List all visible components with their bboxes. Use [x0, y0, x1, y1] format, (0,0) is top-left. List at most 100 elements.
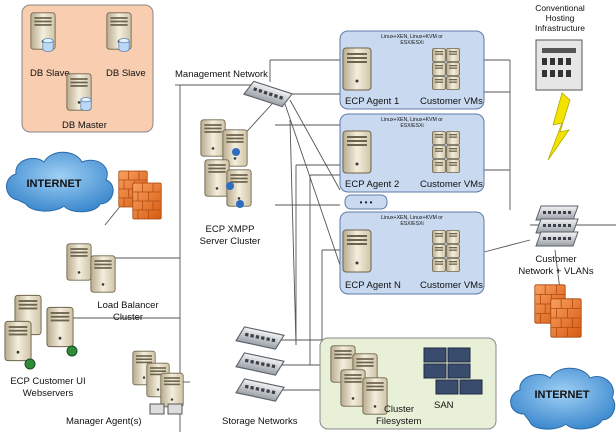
cloud-icon	[510, 367, 616, 430]
vm-icon	[446, 230, 460, 244]
user-icon	[232, 148, 240, 156]
vm-icon	[432, 244, 446, 258]
ellipsis-group: • • •	[344, 194, 388, 210]
customer-vms-n-label: Customer VMs	[420, 280, 483, 291]
storage-switch-icon	[235, 325, 285, 351]
ecp-agent-2-server-icon	[342, 130, 372, 174]
customer-switch-icon	[535, 231, 579, 247]
customer-switch-icon	[535, 218, 579, 234]
vm-icon	[432, 230, 446, 244]
customer-switch-icon	[535, 205, 579, 221]
customer-vms-1-label: Customer VMs	[420, 96, 483, 107]
customer-network-line-2: Network + VLANs	[518, 266, 593, 277]
storage-networks-label: Storage Networks	[222, 416, 298, 427]
vm-icon	[432, 145, 446, 159]
load-balancer-server-icon	[66, 243, 92, 281]
vm-icon	[446, 48, 460, 62]
load-balancer: Load Balancer Cluster	[66, 243, 159, 323]
ecp-agent-1-label: ECP Agent 1	[345, 96, 399, 107]
vm-icon	[432, 48, 446, 62]
vm-icon	[432, 62, 446, 76]
webserver-icon	[46, 306, 74, 348]
monitor-icon	[167, 403, 183, 415]
webservers-line-2: Webservers	[23, 388, 74, 399]
xmpp-server-icon	[200, 119, 226, 157]
lightning-icon	[547, 92, 571, 161]
hypervisor-line-1: Linux+XEN, Linux+KVM or	[381, 215, 443, 221]
hypervisor-line-1: Linux+XEN, Linux+KVM or	[381, 34, 443, 40]
xmpp-cluster: ECP XMPP Server Cluster	[200, 119, 261, 247]
ellipsis-label: • • •	[360, 198, 373, 207]
storage-switch-icon	[235, 351, 285, 377]
storage-networks: Storage Networks	[222, 325, 298, 427]
vm-icon	[446, 244, 460, 258]
user-icon	[236, 200, 244, 208]
cluster-fs-server-icon	[340, 369, 366, 407]
storage-group: Cluster Filesystem SAN	[319, 337, 497, 430]
vm-icon	[446, 62, 460, 76]
ecp-agent-2-label: ECP Agent 2	[345, 179, 399, 190]
webserver-icon	[4, 320, 32, 362]
xmpp-server-icon	[204, 159, 230, 197]
webservers: ECP Customer UI Webservers	[4, 294, 86, 399]
db-slave-1-label: DB Slave	[30, 68, 70, 79]
customer-vms-2-label: Customer VMs	[420, 179, 483, 190]
webservers-line-1: ECP Customer UI	[10, 376, 85, 387]
database-icon	[118, 38, 130, 52]
cluster-fs-line-2: Filesystem	[376, 416, 421, 427]
manager-server-icon	[160, 372, 184, 408]
agent-box-1: Linux+XEN, Linux+KVM or ESX/ESXi ECP Age…	[339, 30, 485, 110]
xmpp-cluster-line-1: ECP XMPP	[206, 224, 255, 235]
conventional-hosting-line-2: Hosting	[546, 13, 575, 23]
customer-network-line-1: Customer	[535, 254, 576, 265]
san-label: SAN	[434, 400, 454, 411]
vm-icon	[432, 258, 446, 272]
db-master-label: DB Master	[62, 120, 107, 131]
conventional-hosting: Conventional Hosting Infrastructure	[535, 3, 585, 161]
ellipsis-box	[344, 194, 388, 210]
vm-icon	[432, 76, 446, 90]
san-icon	[423, 347, 483, 395]
cloud-icon	[6, 151, 114, 213]
monitor-icon	[149, 403, 165, 415]
agent-box-2: Linux+XEN, Linux+KVM or ESX/ESXi ECP Age…	[339, 113, 485, 193]
vm-icon	[446, 131, 460, 145]
customer-network: Customer Network + VLANs	[518, 205, 594, 277]
internet-top-cloud: INTERNET	[6, 151, 114, 213]
vm-icon	[446, 145, 460, 159]
management-switch-icon	[243, 78, 293, 110]
vm-icon	[446, 76, 460, 90]
firewall-icon	[132, 182, 162, 220]
vm-icon	[432, 131, 446, 145]
user-icon	[226, 182, 234, 190]
ecp-agent-n-server-icon	[342, 229, 372, 273]
internet-top-label: INTERNET	[27, 178, 82, 190]
storage-switch-icon	[235, 377, 285, 403]
management-network-label: Management Network	[175, 69, 268, 80]
db-group: DB Slave DB Slave DB Master	[21, 4, 154, 133]
vm-icon	[446, 258, 460, 272]
vm-icon	[446, 159, 460, 173]
load-balancer-server-icon	[90, 255, 116, 293]
hypervisor-line-1: Linux+XEN, Linux+KVM or	[381, 117, 443, 123]
database-icon	[42, 38, 54, 52]
load-balancer-line-2: Cluster	[113, 312, 143, 323]
cluster-fs-line-1: Cluster	[384, 404, 414, 415]
vm-icon	[432, 159, 446, 173]
manager-agents: Manager Agent(s)	[66, 350, 184, 427]
xmpp-cluster-line-2: Server Cluster	[200, 236, 261, 247]
globe-icon	[24, 358, 36, 370]
manager-agents-label: Manager Agent(s)	[66, 416, 142, 427]
hypervisor-line-2: ESX/ESXi	[400, 123, 423, 129]
hypervisor-line-2: ESX/ESXi	[400, 40, 423, 46]
agent-box-n: Linux+XEN, Linux+KVM or ESX/ESXi ECP Age…	[339, 211, 485, 295]
db-slave-2-label: DB Slave	[106, 68, 146, 79]
hypervisor-line-2: ESX/ESXi	[400, 221, 423, 227]
conventional-hosting-line-3: Infrastructure	[535, 23, 585, 33]
ecp-agent-n-label: ECP Agent N	[345, 280, 401, 291]
load-balancer-line-1: Load Balancer	[97, 300, 158, 311]
internet-bottom-label: INTERNET	[535, 389, 590, 401]
rack-icon	[535, 39, 583, 91]
